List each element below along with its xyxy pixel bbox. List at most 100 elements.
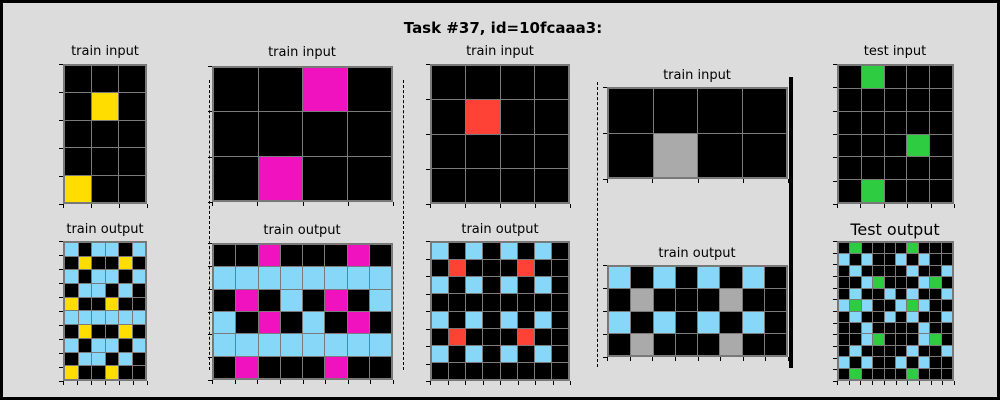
grid-cell [258, 245, 280, 267]
grid-cell [850, 277, 861, 288]
grid-cell [930, 345, 941, 357]
grid-cell [432, 328, 449, 345]
axis-tick [59, 283, 63, 284]
test-input-label: test input [863, 44, 927, 59]
grid-cell [850, 322, 861, 334]
axis-tick [833, 110, 837, 112]
grid-cell [119, 175, 145, 202]
grid-cell [742, 289, 764, 311]
axis-tick [430, 381, 431, 385]
axis-tick [59, 353, 63, 354]
grid-cell [551, 345, 568, 362]
grid-cell [861, 180, 884, 202]
grid-cell [92, 93, 118, 120]
grid-cell [105, 256, 118, 270]
grid-cell [119, 66, 145, 93]
grid-cell [698, 133, 742, 177]
grid-cell [78, 338, 91, 352]
axis-tick [872, 381, 874, 385]
axis-tick [208, 265, 212, 267]
ex4-output-label: train output [658, 246, 736, 261]
axis-tick [603, 334, 607, 335]
grid-cell [907, 300, 918, 311]
axis-tick [91, 204, 92, 208]
grid-cell [280, 356, 302, 378]
grid-cell [861, 300, 873, 311]
grid-cell [941, 368, 952, 379]
grid-cell [214, 289, 236, 311]
axis-tick [63, 381, 64, 385]
grid-cell [884, 265, 895, 277]
grid-cell [92, 148, 118, 175]
axis-tick [652, 357, 654, 361]
grid-cell [884, 311, 895, 322]
grid-cell [861, 111, 884, 134]
grid-cell [873, 254, 884, 265]
grid-cell [884, 254, 895, 265]
grid-cell [720, 333, 742, 355]
grid-cell [884, 180, 907, 202]
grid-cell [534, 345, 551, 362]
grid-cell [873, 277, 884, 288]
grid-cell [764, 289, 786, 311]
grid-cell [907, 322, 918, 334]
axis-tick [833, 334, 837, 336]
axis-tick [63, 204, 64, 208]
axis-tick [370, 380, 372, 384]
grid-cell [742, 267, 764, 289]
grid-cell [303, 112, 347, 156]
grid-cell [907, 345, 918, 357]
grid-cell [742, 311, 764, 333]
grid-cell [132, 366, 145, 379]
grid-cell [236, 356, 258, 378]
grid-cell [861, 254, 873, 265]
grid-cell [631, 333, 653, 355]
grid-cell [92, 120, 118, 148]
grid-cell [884, 300, 895, 311]
grid-cell [517, 277, 534, 294]
grid-cell [500, 66, 534, 100]
grid-cell [78, 284, 91, 297]
axis-tick [697, 179, 699, 183]
axis-tick [447, 381, 449, 385]
grid-cell [280, 312, 302, 334]
grid-cell [551, 294, 568, 311]
grid-cell [930, 134, 952, 157]
grid-cell [930, 66, 952, 88]
ex1-output-label: train output [66, 222, 144, 237]
axis-tick [393, 202, 394, 206]
axis-tick [652, 179, 654, 183]
grid-cell [941, 265, 952, 277]
grid-cell [78, 352, 91, 366]
grid-cell [466, 100, 500, 134]
grid-cell [500, 328, 517, 345]
grid-cell [449, 345, 466, 362]
grid-cell [92, 366, 105, 379]
grid-cell [698, 267, 720, 289]
grid-cell [930, 265, 941, 277]
grid-cell [92, 338, 105, 352]
grid-cell [653, 133, 697, 177]
grid-cell [609, 89, 653, 133]
grid-cell [432, 100, 466, 134]
grid-cell [839, 111, 861, 134]
grid-cell [720, 267, 742, 289]
axis-tick [883, 381, 885, 385]
axis-tick [208, 202, 212, 203]
grid-cell [65, 93, 91, 120]
grid-cell [432, 66, 466, 100]
axis-tick [426, 381, 430, 382]
grid-cell [65, 256, 78, 270]
grid-cell [884, 66, 907, 88]
grid-cell [449, 260, 466, 277]
grid-cell [551, 243, 568, 260]
grid-cell [850, 243, 861, 254]
axis-tick [465, 204, 466, 208]
grid-cell [432, 134, 466, 168]
grid-cell [78, 256, 91, 270]
grid-cell [895, 345, 907, 357]
axis-tick [133, 381, 134, 385]
grid-cell [884, 368, 895, 379]
axis-tick [603, 133, 607, 134]
grid-cell [930, 334, 941, 345]
